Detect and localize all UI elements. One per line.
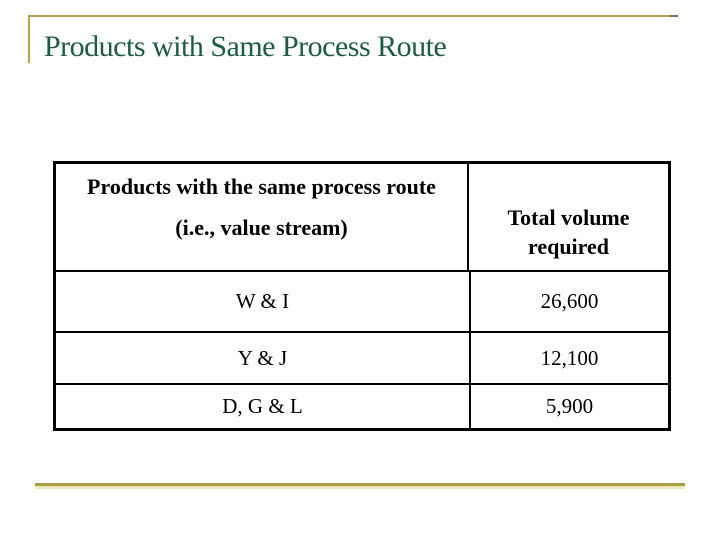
footer-rule bbox=[35, 483, 685, 486]
table-row: Y & J 12,100 bbox=[56, 331, 668, 383]
header-process-route-label: Products with the same process route bbox=[87, 174, 436, 199]
table-row: W & I 26,600 bbox=[56, 270, 668, 331]
page-title: Products with Same Process Route bbox=[44, 30, 447, 63]
value-stream-cell: D, G & L bbox=[56, 385, 471, 428]
value-stream-cell: W & I bbox=[56, 272, 471, 331]
table-header-row: Products with the same process route (i.… bbox=[56, 164, 668, 270]
header-cell-total-volume: Total volume required bbox=[469, 164, 668, 270]
title-top-rule-end-tip bbox=[670, 15, 678, 17]
header-total-volume-label: Total volume required bbox=[507, 204, 630, 260]
header-cell-process-route: Products with the same process route (i.… bbox=[56, 164, 469, 270]
header-value-stream-label: (i.e., value stream) bbox=[175, 214, 348, 240]
table-row: D, G & L 5,900 bbox=[56, 383, 668, 428]
total-volume-cell: 5,900 bbox=[545, 394, 594, 418]
total-volume-cell: 26,600 bbox=[540, 289, 599, 313]
total-volume-cell: 12,100 bbox=[540, 345, 599, 370]
value-stream-table: Products with the same process route (i.… bbox=[53, 161, 671, 431]
footer-rule-light bbox=[35, 486, 685, 489]
title-top-rule bbox=[29, 15, 670, 17]
title-left-rule bbox=[28, 15, 30, 63]
value-stream-cell: Y & J bbox=[56, 333, 471, 383]
